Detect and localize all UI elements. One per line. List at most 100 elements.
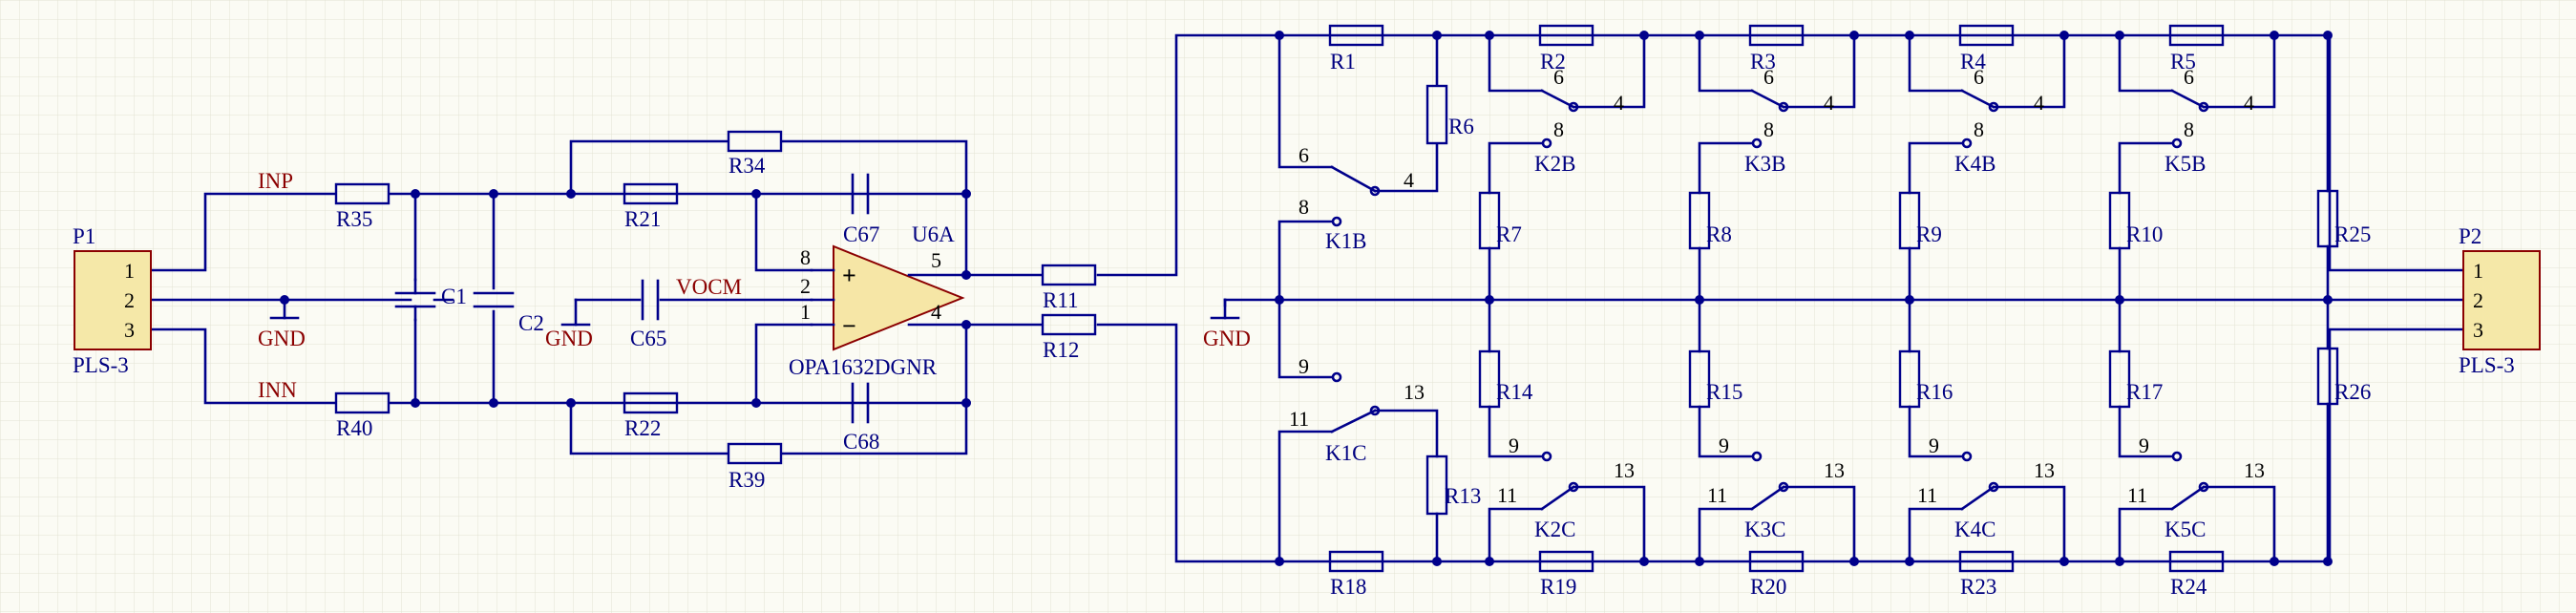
relay-k3b[interactable] (1750, 89, 1789, 149)
resistor-r25-label: R25 (2334, 222, 2371, 246)
resistor-r40-label: R40 (336, 416, 372, 440)
capacitor-c67[interactable] (851, 173, 870, 215)
resistor-r3[interactable] (1748, 24, 1805, 47)
resistor-r18[interactable] (1328, 550, 1384, 573)
relay-k1c-pin-nc: 13 (1404, 380, 1425, 404)
relay-k3c-designator: K3C (1744, 518, 1785, 541)
relay-k3c-pin-no: 9 (1719, 433, 1729, 457)
resistor-r14-label: R14 (1496, 380, 1533, 404)
resistor-r13-label: R13 (1445, 484, 1481, 508)
resistor-r17[interactable] (2108, 349, 2131, 409)
resistor-r21[interactable] (623, 182, 679, 205)
resistor-r39[interactable] (727, 442, 783, 465)
resistor-r4-label: R4 (1960, 50, 1986, 74)
resistor-r35[interactable] (334, 182, 391, 205)
connector-p1[interactable]: 1 2 3 P1 PLS-3 (73, 224, 152, 377)
relay-k4c-pin-com: 11 (1917, 483, 1937, 507)
relay-k4b-designator: K4B (1954, 152, 1995, 176)
relay-k3c-pin-com: 11 (1707, 483, 1727, 507)
relay-k5c-pin-com: 11 (2127, 483, 2147, 507)
capacitor-c68[interactable] (851, 382, 870, 424)
gnd-p1-label: GND (258, 327, 306, 350)
opamp-plus-sign: + (842, 262, 856, 289)
gnd-center (1210, 298, 1240, 320)
capacitor-c1-label: C1 (441, 285, 467, 308)
relay-k5b-pin-nc: 4 (2244, 91, 2254, 115)
resistor-r8[interactable] (1688, 191, 1711, 250)
resistor-r9[interactable] (1898, 191, 1921, 250)
resistor-r2[interactable] (1538, 24, 1594, 47)
net-label-inn: INN (258, 378, 297, 402)
capacitor-c67-label: C67 (843, 222, 879, 246)
relay-k2b[interactable] (1540, 89, 1579, 149)
relay-k3b-pin-nc: 4 (1824, 91, 1834, 115)
capacitor-c68-label: C68 (843, 430, 879, 454)
relay-k4b-pin-no: 8 (1974, 117, 1984, 141)
relay-k2b-pin-nc: 4 (1614, 91, 1624, 115)
relay-k3b-designator: K3B (1744, 152, 1785, 176)
resistor-r7[interactable] (1478, 191, 1501, 250)
relay-k5b[interactable] (2170, 89, 2209, 149)
relay-k2c-pin-no: 9 (1509, 433, 1519, 457)
resistor-r22[interactable] (623, 391, 679, 414)
relay-k1c-pin-no: 9 (1299, 354, 1309, 378)
relay-k2c[interactable] (1540, 451, 1579, 511)
p2-designator: P2 (2459, 224, 2481, 248)
relay-k4b[interactable] (1960, 89, 1999, 149)
resistor-r4[interactable] (1958, 24, 2015, 47)
relay-k1c[interactable] (1330, 371, 1381, 433)
wires (149, 33, 2465, 563)
ladder-stage-wires (1488, 33, 2276, 563)
net-label-inp: INP (258, 169, 293, 193)
relay-k1b-designator: K1B (1325, 229, 1366, 253)
connector-p2[interactable]: 1 2 3 P2 PLS-3 (2459, 224, 2541, 377)
resistor-r10-label: R10 (2126, 222, 2163, 246)
capacitor-c2[interactable] (473, 291, 515, 308)
p1-pin-2: 2 (124, 288, 135, 312)
capacitor-c65-label: C65 (630, 327, 666, 350)
relay-k5b-pin-no: 8 (2184, 117, 2194, 141)
p1-comment: PLS-3 (73, 353, 129, 377)
p2-pin-2: 2 (2473, 288, 2483, 312)
resistor-r5[interactable] (2168, 24, 2225, 47)
p1-pin-3: 3 (124, 318, 135, 342)
junctions (280, 31, 2333, 566)
opamp-designator: U6A (912, 222, 955, 246)
resistor-r24[interactable] (2168, 550, 2225, 573)
relay-k2b-pin-no: 8 (1553, 117, 1564, 141)
resistor-r5-label: R5 (2170, 50, 2196, 74)
resistor-r13[interactable] (1425, 454, 1448, 516)
resistor-r25[interactable] (2316, 189, 2339, 248)
relay-k1c-pin-com: 11 (1289, 407, 1309, 431)
resistor-r2-label: R2 (1540, 50, 1566, 74)
opamp-pin-noninv: 8 (800, 245, 811, 269)
capacitor-c65[interactable] (641, 279, 660, 321)
relay-k3c[interactable] (1750, 451, 1789, 511)
resistor-r14[interactable] (1478, 349, 1501, 409)
resistor-r16[interactable] (1898, 349, 1921, 409)
resistor-r12[interactable] (1041, 313, 1097, 336)
resistor-r20[interactable] (1748, 550, 1805, 573)
resistor-r10[interactable] (2108, 191, 2131, 250)
resistor-r24-label: R24 (2170, 575, 2207, 599)
resistor-r15[interactable] (1688, 349, 1711, 409)
opamp-u6a[interactable]: + − 8 2 1 5 4 U6A OPA1632DGNR (789, 222, 965, 379)
p1-pin-1: 1 (124, 259, 135, 283)
relay-k1b[interactable] (1330, 165, 1381, 227)
resistor-r1[interactable] (1328, 24, 1384, 47)
resistor-r23[interactable] (1958, 550, 2015, 573)
resistor-r11[interactable] (1041, 264, 1097, 286)
resistor-r35-label: R35 (336, 207, 372, 231)
capacitor-c1[interactable] (394, 278, 436, 322)
resistor-r40[interactable] (334, 391, 391, 414)
relay-k5b-designator: K5B (2164, 152, 2206, 176)
resistor-r34[interactable] (727, 130, 783, 153)
resistor-r6[interactable] (1425, 84, 1448, 145)
opamp-pin-outp: 5 (931, 248, 941, 272)
resistor-r22-label: R22 (624, 416, 661, 440)
resistor-r26[interactable] (2316, 347, 2339, 406)
resistor-r19[interactable] (1538, 550, 1594, 573)
relay-k4b-pin-nc: 4 (2034, 91, 2044, 115)
relay-k4c[interactable] (1960, 451, 1999, 511)
relay-k5c[interactable] (2170, 451, 2209, 511)
